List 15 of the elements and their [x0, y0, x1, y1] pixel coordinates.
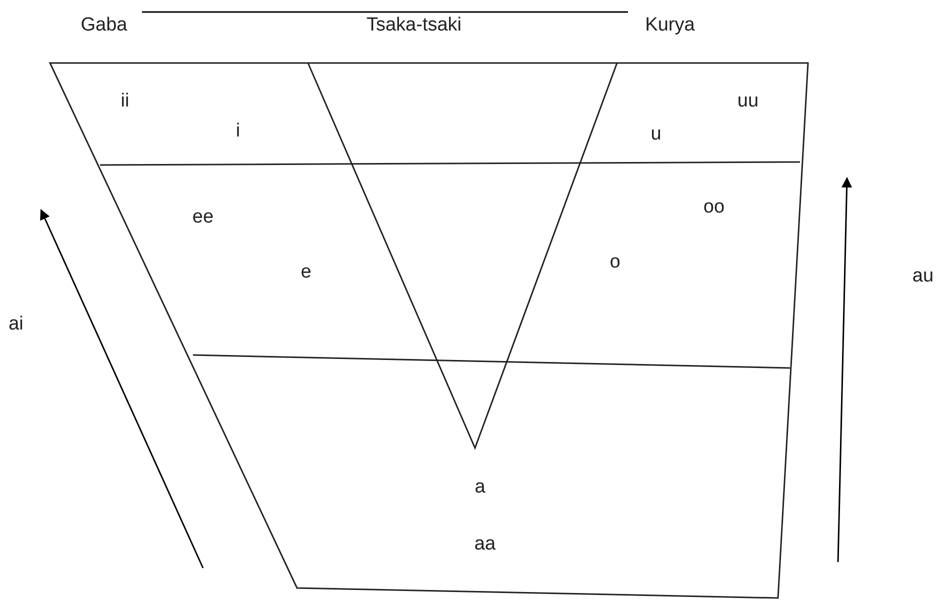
vowel-label: oo [703, 198, 725, 218]
arrow-label: ai [8, 314, 24, 336]
vowel-label: ee [192, 208, 214, 228]
vowel-label: uu [737, 92, 759, 112]
vowel-label: a [474, 478, 486, 498]
vowel-label: aa [474, 534, 496, 556]
vowel-label: i [236, 122, 240, 142]
vowel-label: o [610, 252, 620, 274]
vowel-label: e [300, 262, 312, 284]
vowel-label: u [650, 124, 662, 146]
column-heading: Tsaka-tsaki [366, 16, 462, 36]
column-heading: Kurya [645, 16, 695, 36]
column-heading: Gaba [80, 16, 128, 36]
arrow-label: au [912, 266, 934, 288]
vowel-label: ii [120, 92, 130, 112]
